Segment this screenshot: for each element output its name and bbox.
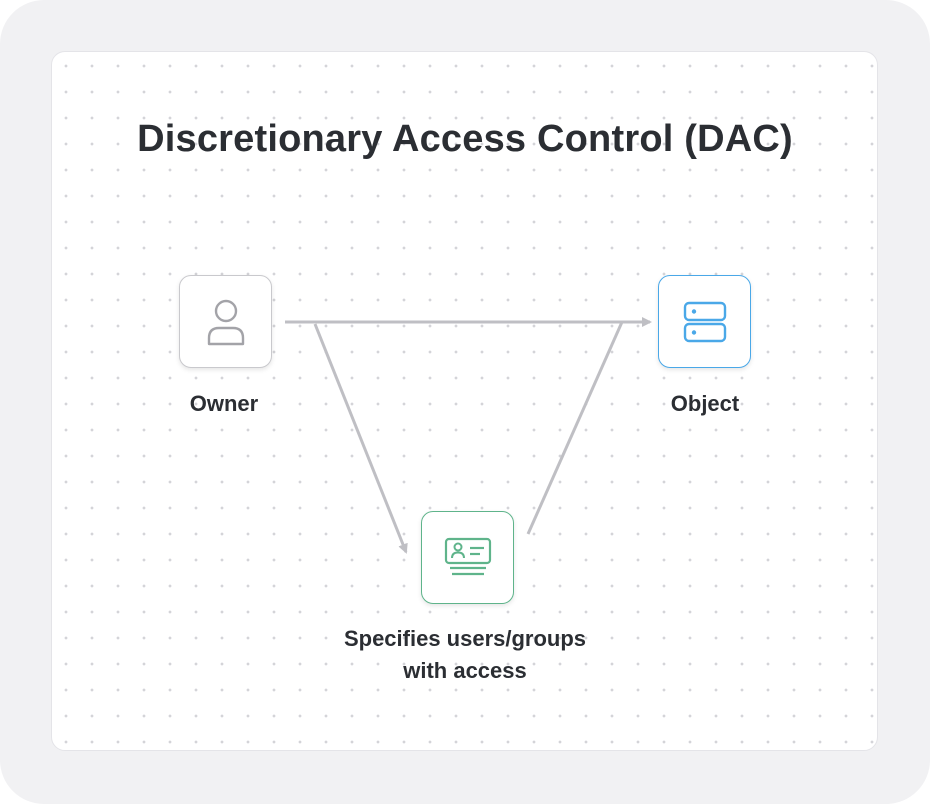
edge-owner-to-acl <box>313 323 408 554</box>
acl-node[interactable] <box>421 511 514 604</box>
object-label: Object <box>670 391 740 416</box>
server-icon <box>683 301 726 342</box>
diagram-card <box>51 51 878 751</box>
user-icon <box>207 299 244 345</box>
object-node[interactable] <box>658 275 751 368</box>
edge-acl-to-object <box>526 321 624 535</box>
id-card-icon <box>444 537 491 575</box>
acl-label-line2: with access <box>403 658 527 683</box>
owner-node[interactable] <box>179 275 272 368</box>
owner-label: Owner <box>189 391 259 416</box>
acl-label-line1: Specifies users/groups <box>343 626 587 651</box>
diagram-title: Discretionary Access Control (DAC) <box>137 118 793 160</box>
acl-label: Specifies users/groups with access <box>300 623 630 687</box>
